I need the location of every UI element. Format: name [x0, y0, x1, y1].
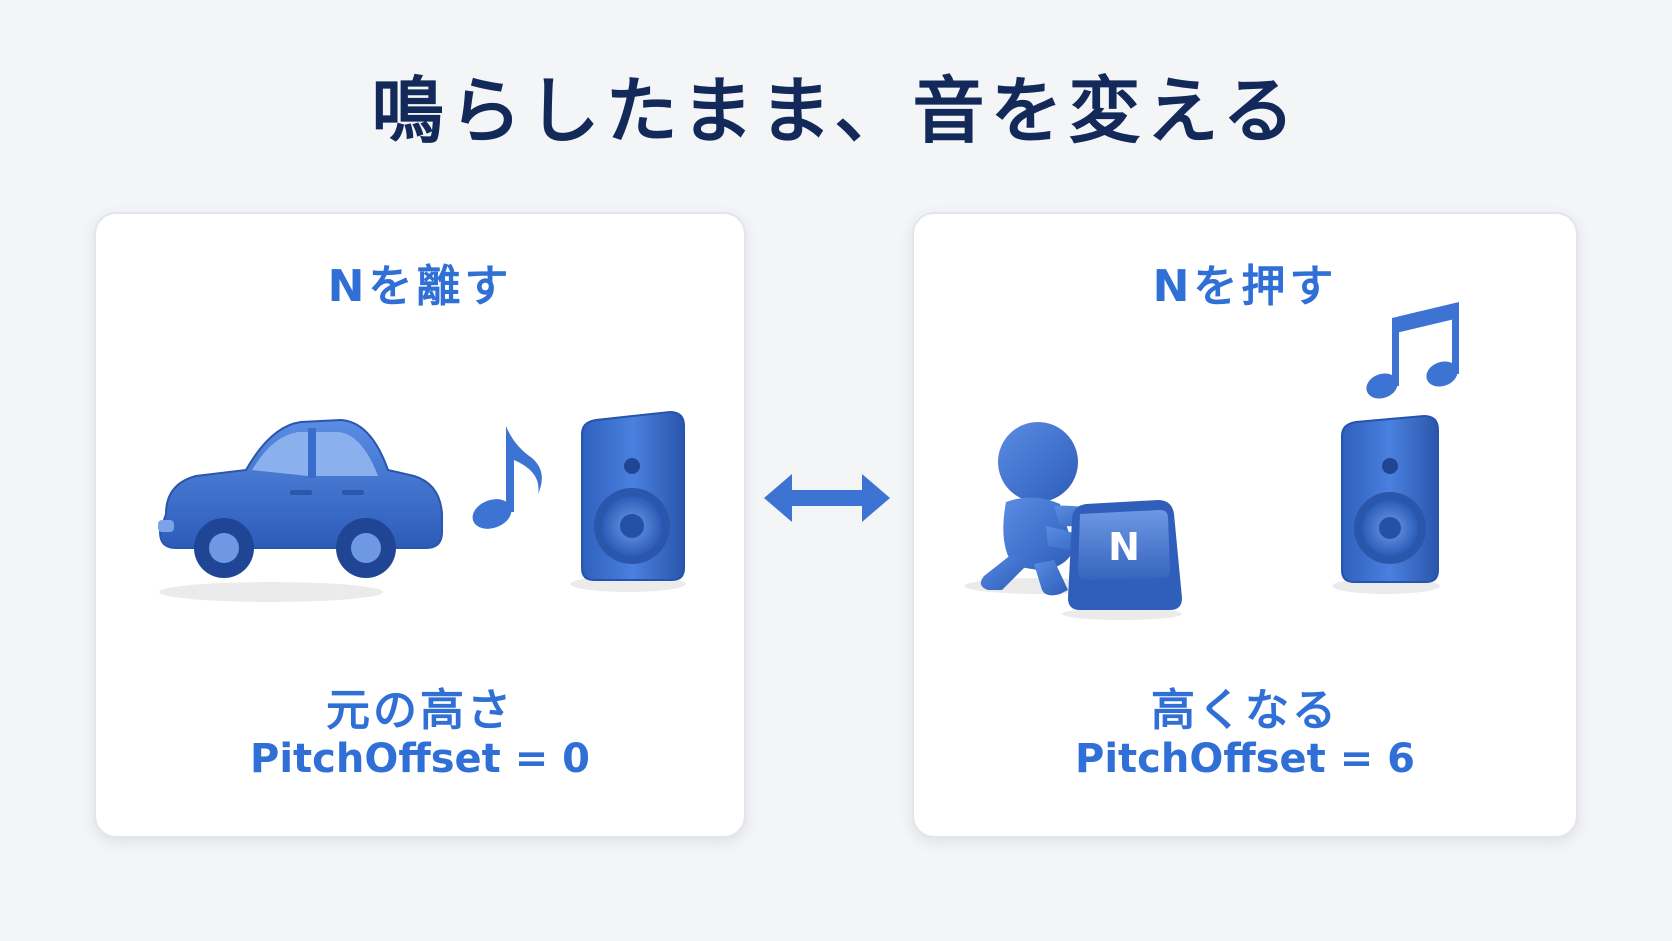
- press-illustration: N: [964, 302, 1459, 620]
- panel-heading-release: Nを離す: [327, 261, 513, 312]
- speaker-icon: [570, 410, 686, 592]
- music-note-icon: [472, 426, 542, 529]
- speaker-icon: [1332, 414, 1440, 594]
- pitch-offset-original: PitchOffset = 0: [250, 736, 590, 782]
- pressed-state-panel: Nを押す: [912, 212, 1578, 838]
- n-key-label: N: [1108, 525, 1140, 569]
- state-label-original: 元の高さ: [326, 685, 514, 736]
- released-state-panel: Nを離す: [94, 212, 746, 838]
- n-key-icon: N: [1062, 500, 1182, 620]
- state-label-higher: 高くなる: [1151, 685, 1339, 736]
- double-arrow-icon: [764, 474, 890, 522]
- page-title: 鳴らしたまま、音を変える: [371, 69, 1301, 153]
- music-notes-icon: [1366, 302, 1459, 399]
- car-icon: [158, 418, 443, 602]
- pitch-offset-higher: PitchOffset = 6: [1075, 736, 1415, 782]
- release-illustration: [158, 410, 686, 602]
- panel-heading-press: Nを押す: [1152, 261, 1338, 312]
